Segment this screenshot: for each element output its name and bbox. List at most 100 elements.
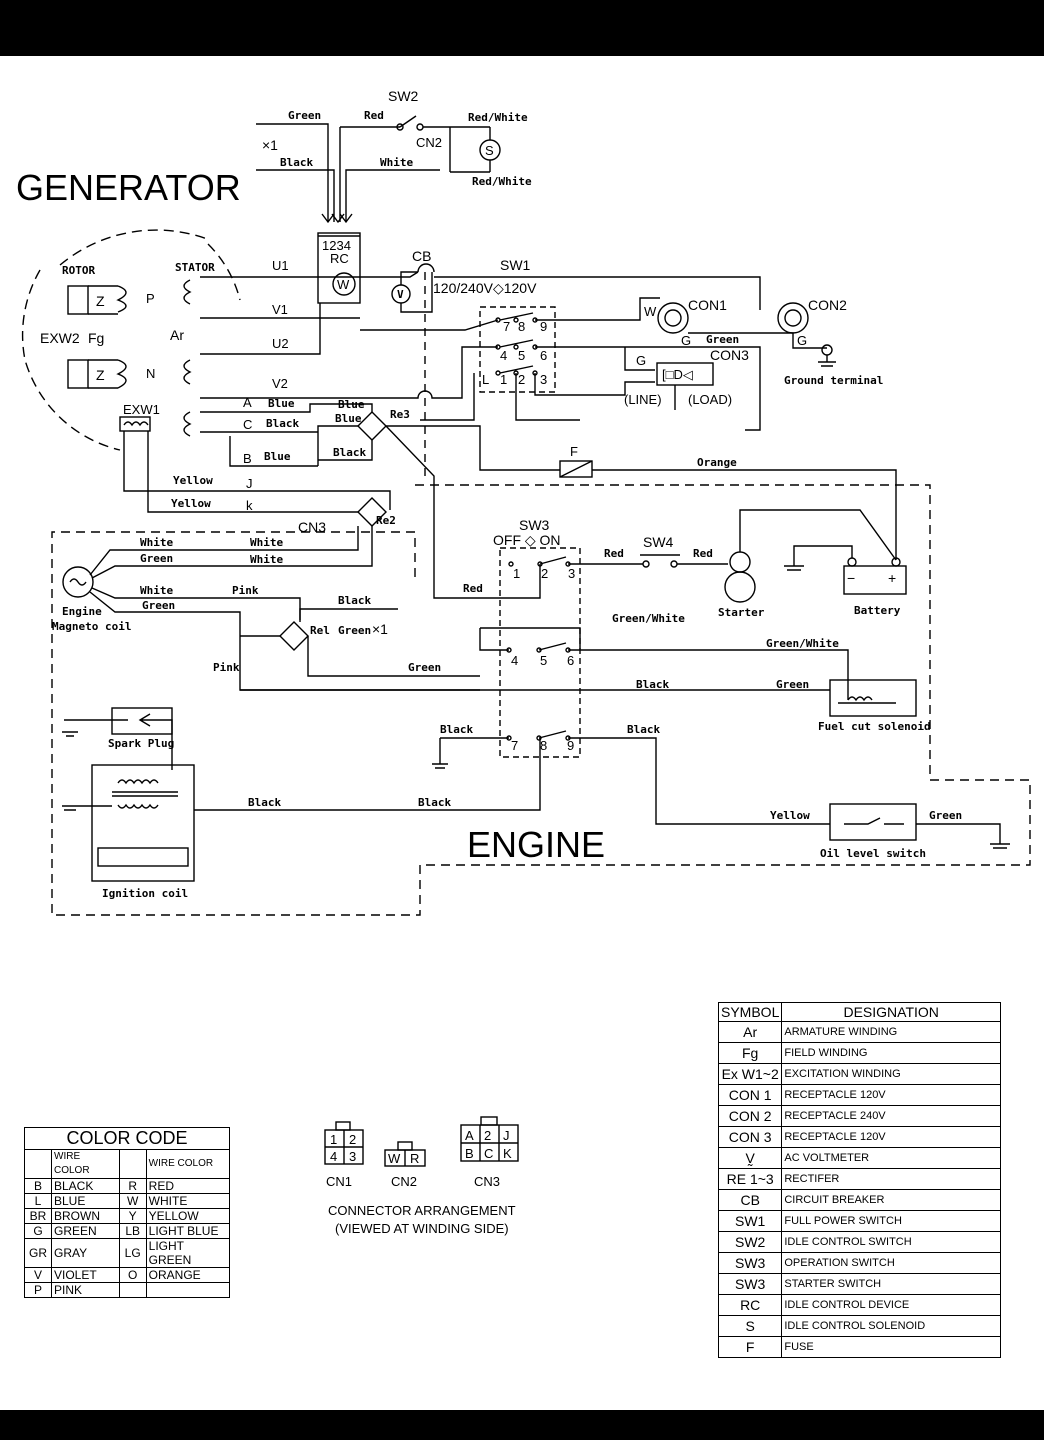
svg-text:White: White <box>250 536 283 549</box>
rectifier-re3 <box>357 411 387 441</box>
svg-text:2: 2 <box>541 566 548 581</box>
svg-text:W: W <box>388 1151 401 1166</box>
designation-header: DESIGNATION <box>781 1002 1001 1022</box>
svg-text:5: 5 <box>540 653 547 668</box>
svg-text:CON3: CON3 <box>710 347 749 363</box>
svg-text:Black: Black <box>418 796 451 809</box>
svg-text:Starter: Starter <box>718 606 765 619</box>
svg-text:Green: Green <box>706 333 739 346</box>
svg-text:Fg: Fg <box>88 330 104 346</box>
svg-text:Yellow: Yellow <box>171 497 211 510</box>
bottom-black-bar <box>0 1410 1044 1440</box>
svg-text:Pink: Pink <box>213 661 240 674</box>
connector-arrangement: 1 2 4 3 CN1 W R CN2 A 2 J B C K CN3 CONN… <box>324 1116 519 1236</box>
svg-text:6: 6 <box>567 653 574 668</box>
svg-text:2: 2 <box>518 372 525 387</box>
svg-text:Black: Black <box>627 723 660 736</box>
svg-text:7: 7 <box>511 738 518 753</box>
svg-text:Green: Green <box>408 661 441 674</box>
svg-text:A: A <box>465 1128 474 1143</box>
svg-text:CN1: CN1 <box>326 1174 352 1189</box>
svg-text:3: 3 <box>349 1149 356 1164</box>
svg-text:8: 8 <box>518 319 525 334</box>
svg-text:V1: V1 <box>272 302 288 317</box>
svg-text:G: G <box>797 333 807 348</box>
svg-text:K: K <box>503 1146 512 1161</box>
svg-text:Ignition coil: Ignition coil <box>102 887 188 900</box>
idle-control-device <box>317 232 361 304</box>
svg-text:EXW1: EXW1 <box>123 402 160 417</box>
svg-text:Fuel cut solenoid: Fuel cut solenoid <box>818 720 931 733</box>
svg-text:Black: Black <box>280 156 313 169</box>
svg-text:Black: Black <box>338 594 371 607</box>
fuel-cut-solenoid <box>829 679 917 717</box>
svg-text:+: + <box>888 570 896 586</box>
sw3-box <box>499 547 581 758</box>
svg-text:P: P <box>146 291 155 306</box>
svg-text:3: 3 <box>540 372 547 387</box>
svg-text:Spark Plug: Spark Plug <box>108 737 174 750</box>
svg-text:4: 4 <box>330 1149 337 1164</box>
svg-text:Red/White: Red/White <box>468 111 528 124</box>
svg-text:−: − <box>847 570 855 586</box>
svg-text:C: C <box>484 1146 493 1161</box>
engine-magneto-coil <box>62 566 94 598</box>
svg-text:Blue: Blue <box>335 412 362 425</box>
svg-text:W: W <box>337 277 350 292</box>
engine-title: ENGINE <box>467 824 605 865</box>
svg-text:Green: Green <box>929 809 962 822</box>
svg-text:Rel: Rel <box>310 624 330 637</box>
svg-text:Ground terminal: Ground terminal <box>784 374 883 387</box>
svg-text:R: R <box>410 1151 419 1166</box>
svg-text:White: White <box>380 156 413 169</box>
svg-text:ROTOR: ROTOR <box>62 264 95 277</box>
svg-text:B: B <box>243 451 252 466</box>
svg-text:Green: Green <box>288 109 321 122</box>
svg-text:4: 4 <box>511 653 518 668</box>
color-code-title: COLOR CODE <box>24 1127 230 1150</box>
svg-text:CN3: CN3 <box>474 1174 500 1189</box>
svg-text:SW1: SW1 <box>500 257 531 273</box>
con2-receptacle <box>777 302 809 334</box>
battery-icon <box>843 565 907 595</box>
table-row: V̰AC VOLTMETER <box>717 1147 1001 1169</box>
svg-text:×1: ×1 <box>262 137 278 153</box>
svg-text:Black: Black <box>266 417 299 430</box>
svg-text:4: 4 <box>500 348 507 363</box>
svg-text:A: A <box>243 395 252 410</box>
top-black-bar <box>0 0 1044 56</box>
svg-text:9: 9 <box>567 738 574 753</box>
svg-text:W: W <box>644 304 657 319</box>
svg-text:CONNECTOR ARRANGEMENT: CONNECTOR ARRANGEMENT <box>328 1203 516 1218</box>
svg-text:Black: Black <box>248 796 281 809</box>
ignition-coil <box>91 764 195 882</box>
svg-text:Oil level switch: Oil level switch <box>820 847 926 860</box>
svg-text:C: C <box>243 417 252 432</box>
svg-text:Green: Green <box>338 624 371 637</box>
svg-text:2: 2 <box>349 1132 356 1147</box>
svg-text:J: J <box>503 1128 510 1143</box>
sw2-label: SW2 <box>388 88 419 104</box>
svg-text:Black: Black <box>440 723 473 736</box>
svg-text:White: White <box>140 536 173 549</box>
svg-text:CON1: CON1 <box>688 297 727 313</box>
svg-text:Orange: Orange <box>697 456 737 469</box>
svg-text:S: S <box>485 143 494 158</box>
svg-text:1: 1 <box>330 1132 337 1147</box>
svg-text:G: G <box>681 333 691 348</box>
svg-text:(LOAD): (LOAD) <box>688 392 732 407</box>
